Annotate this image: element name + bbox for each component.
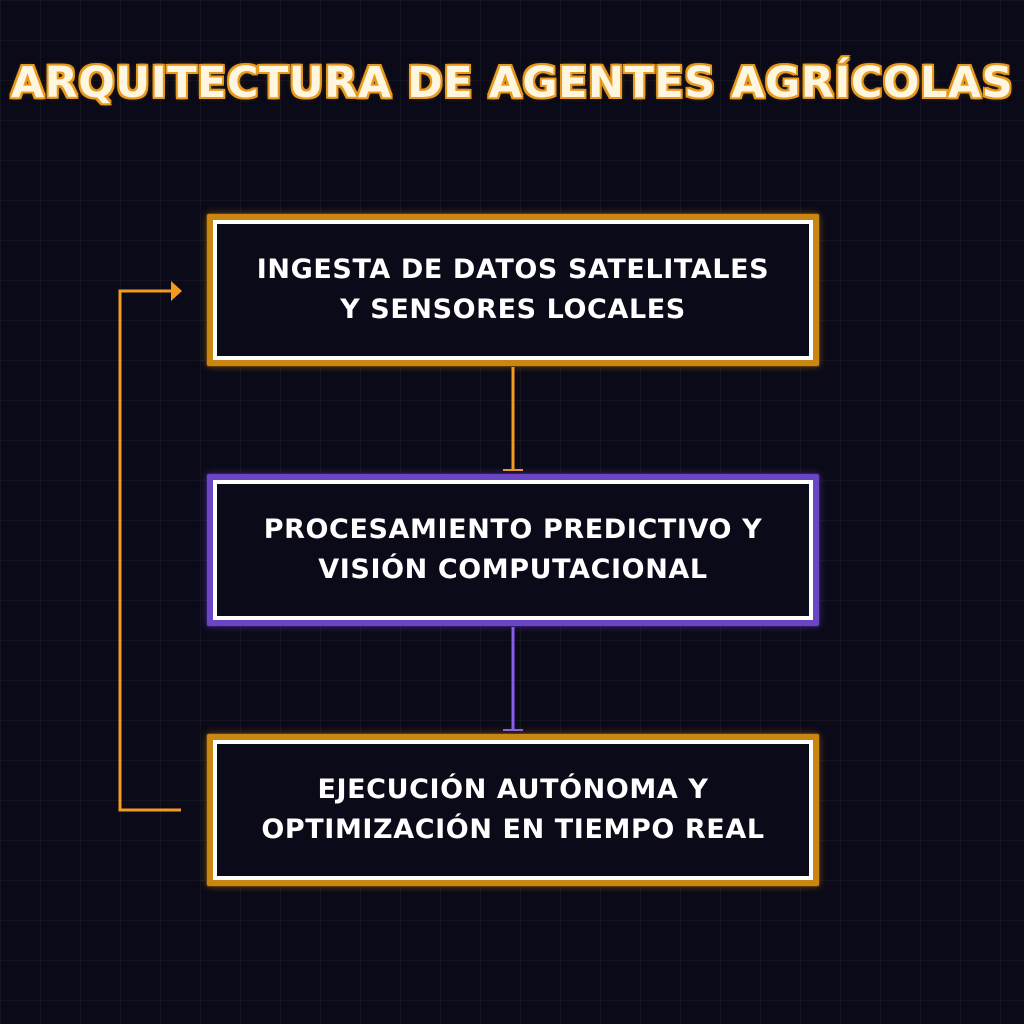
node-ingesta-datos: INGESTA DE DATOS SATELITALES Y SENSORES … <box>207 214 819 366</box>
edge-feedback-loop-arrowhead <box>171 281 182 301</box>
node-ejecucion-autonoma-box: EJECUCIÓN AUTÓNOMA Y OPTIMIZACIÓN EN TIE… <box>213 740 813 880</box>
node-ingesta-datos-label: INGESTA DE DATOS SATELITALES Y SENSORES … <box>256 254 770 325</box>
diagram-title: ARQUITECTURA DE AGENTES AGRÍCOLAS <box>10 58 1014 108</box>
node-ejecucion-autonoma-label: EJECUCIÓN AUTÓNOMA Y OPTIMIZACIÓN EN TIE… <box>261 774 765 845</box>
node-procesamiento-predictivo-box: PROCESAMIENTO PREDICTIVO Y VISIÓN COMPUT… <box>213 480 813 620</box>
node-ejecucion-autonoma: EJECUCIÓN AUTÓNOMA Y OPTIMIZACIÓN EN TIE… <box>207 734 819 886</box>
node-procesamiento-predictivo-label: PROCESAMIENTO PREDICTIVO Y VISIÓN COMPUT… <box>263 514 763 585</box>
node-ingesta-datos-box: INGESTA DE DATOS SATELITALES Y SENSORES … <box>213 220 813 360</box>
node-procesamiento-predictivo: PROCESAMIENTO PREDICTIVO Y VISIÓN COMPUT… <box>207 474 819 626</box>
edge-feedback-loop <box>118 289 181 812</box>
